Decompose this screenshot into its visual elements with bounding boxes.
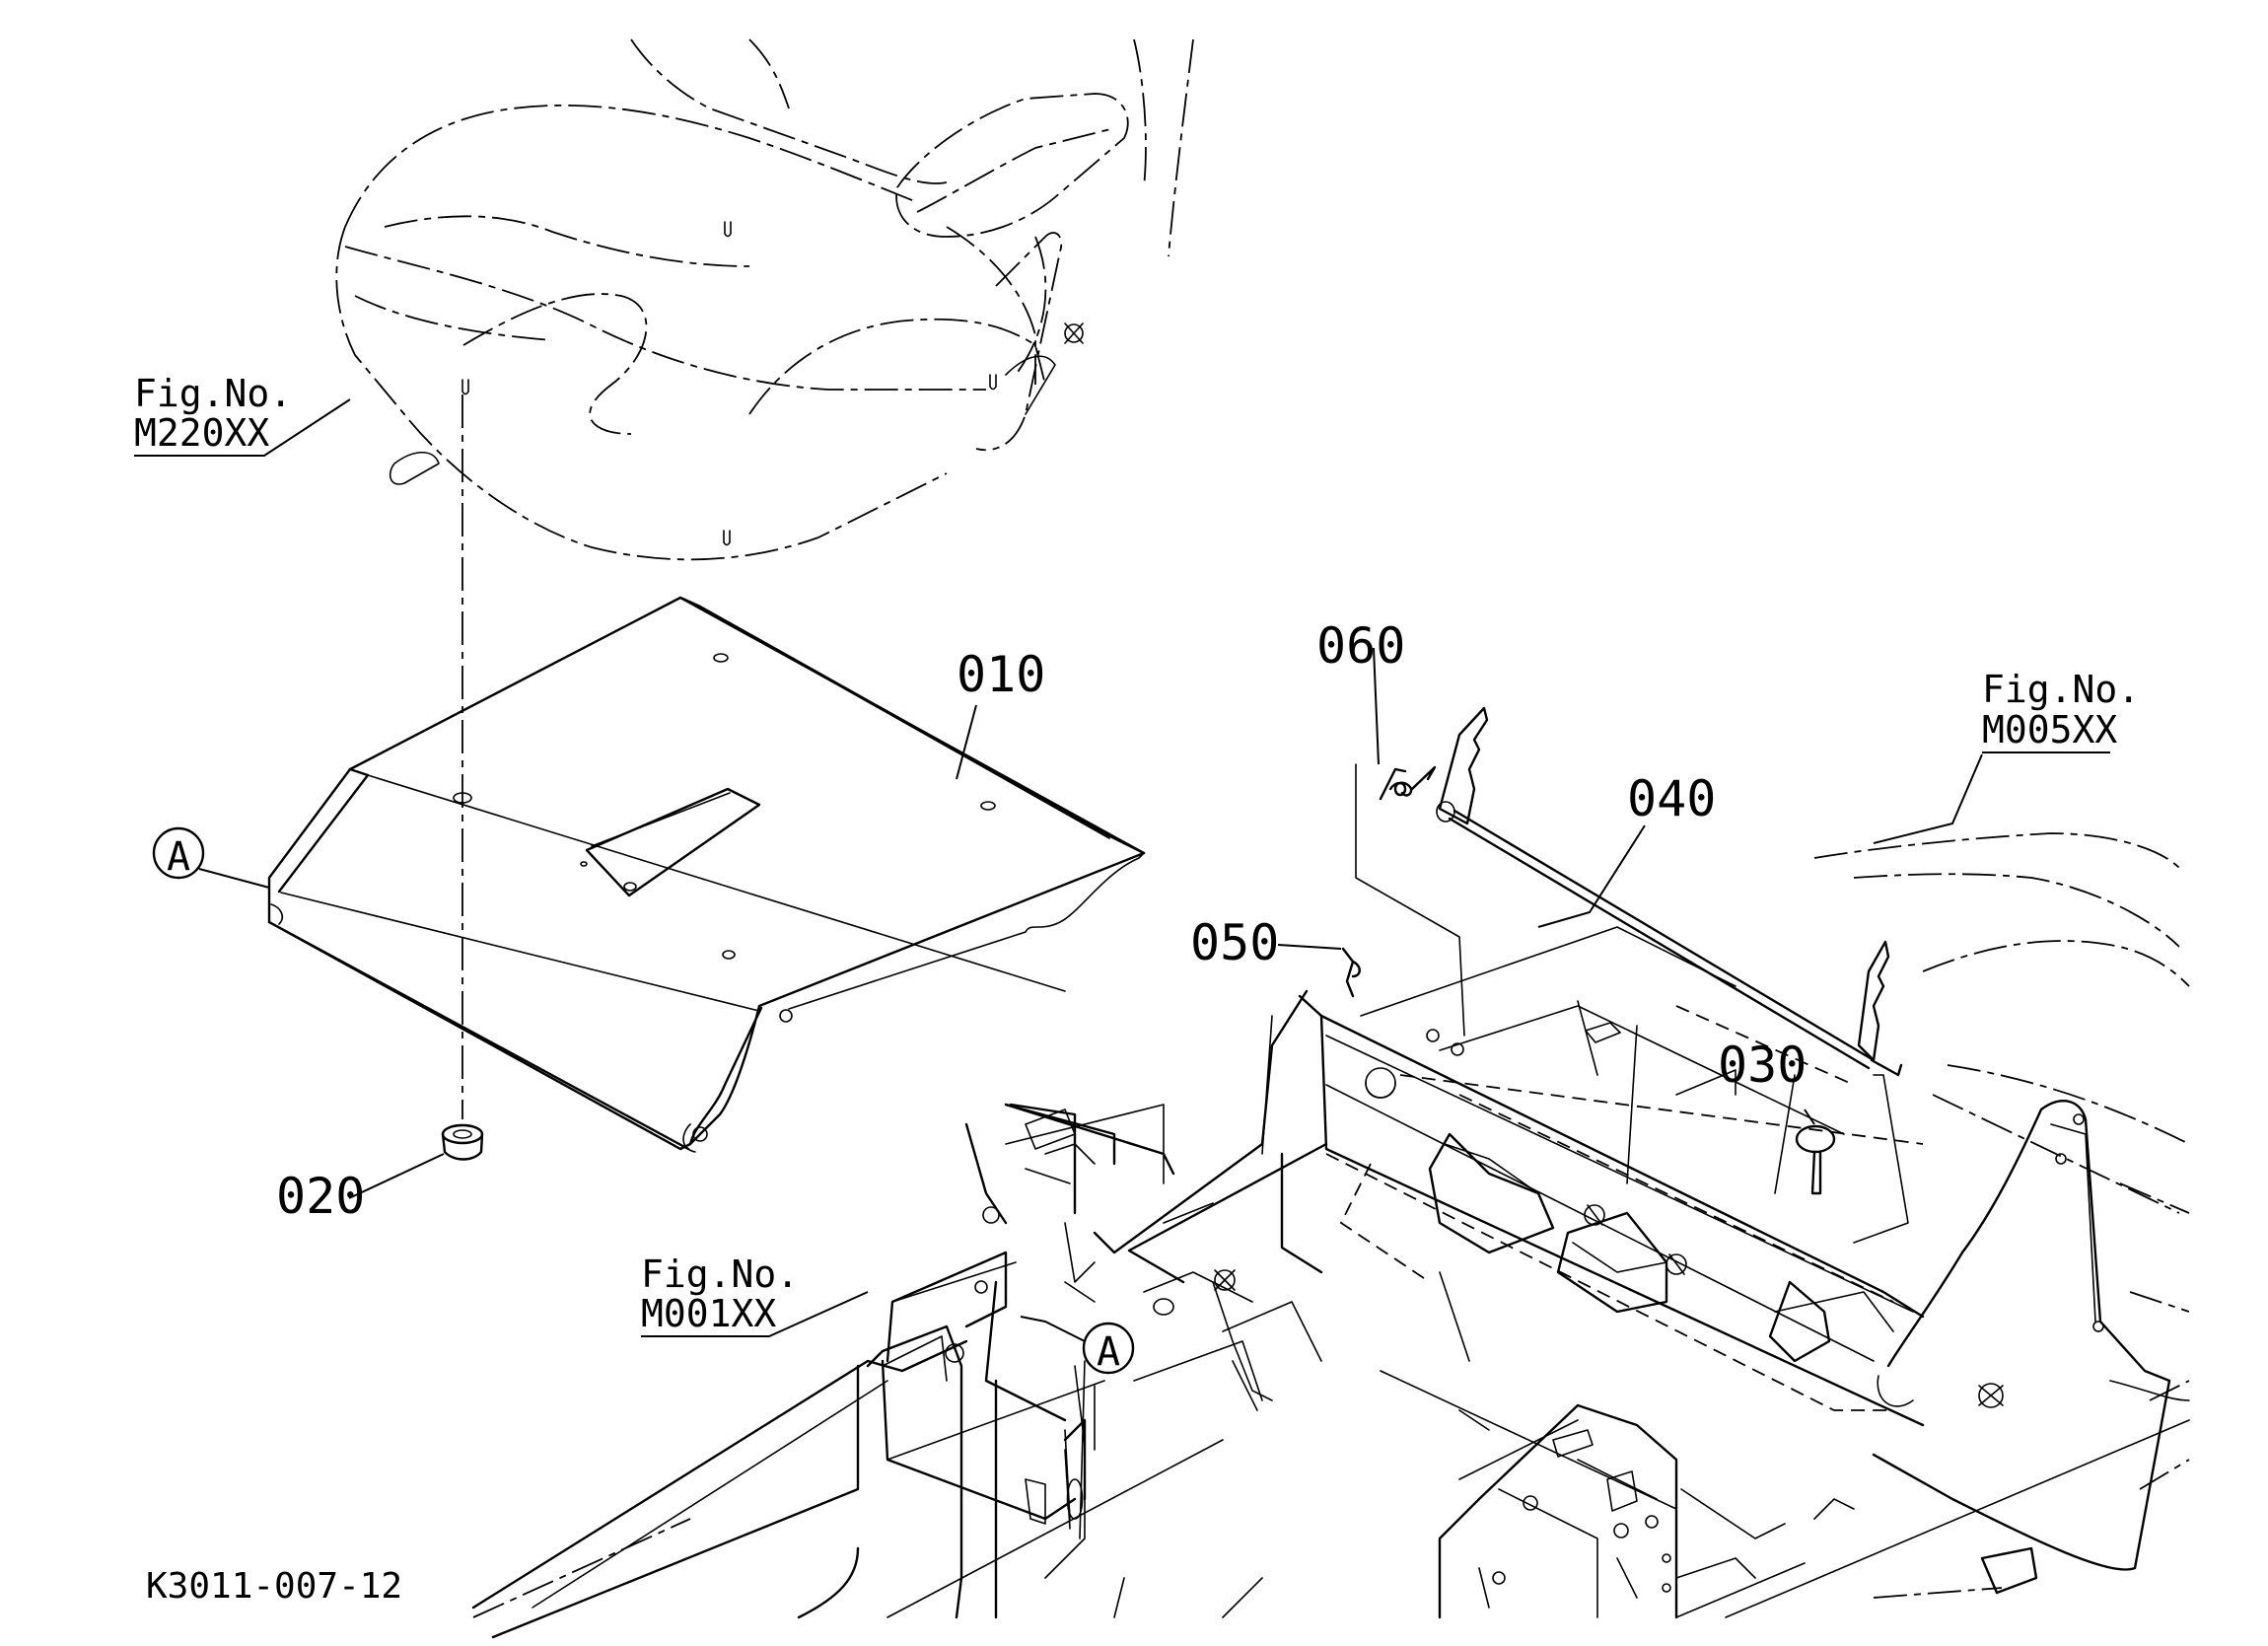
- reference-a-center: A: [1020, 1316, 1135, 1375]
- seat-phantom: [335, 38, 1194, 561]
- svg-text:Fig.No.: Fig.No.: [1982, 668, 2140, 711]
- label-020: 020: [276, 1168, 365, 1225]
- rod-assembly-bracket-lines: [1355, 763, 1909, 1244]
- fig-ref-body: Fig.No. M005XX: [1982, 668, 2140, 753]
- svg-text:M005XX: M005XX: [1982, 708, 2117, 751]
- seat-lock-rod-040: [1436, 706, 1903, 1077]
- fig-ref-frame: Fig.No. M001XX: [641, 1252, 799, 1335]
- svg-text:A: A: [167, 834, 190, 880]
- document-id: K3011-007-12: [146, 1566, 402, 1607]
- fig-ref-seat: Fig.No. M220XX: [134, 372, 292, 455]
- label-060: 060: [1316, 617, 1405, 675]
- frame-assembly: [471, 832, 2190, 1639]
- svg-text:Fig.No.: Fig.No.: [134, 372, 292, 415]
- reference-a-left: A: [152, 826, 205, 880]
- grommet-020: [441, 1123, 484, 1161]
- spring-060: [1379, 765, 1437, 801]
- leader-lines: [134, 398, 1983, 1337]
- svg-text:A: A: [1097, 1329, 1120, 1375]
- svg-text:M001XX: M001XX: [641, 1292, 776, 1335]
- label-040: 040: [1627, 770, 1716, 827]
- svg-text:Fig.No.: Fig.No.: [641, 1252, 799, 1296]
- label-030: 030: [1718, 1037, 1807, 1094]
- label-010: 010: [957, 646, 1045, 703]
- svg-text:M220XX: M220XX: [134, 411, 269, 455]
- seat-base-plate-010: [267, 596, 1146, 1153]
- cap-030: [1795, 1124, 1836, 1195]
- pin-050: [1341, 947, 1361, 998]
- label-050: 050: [1190, 914, 1279, 971]
